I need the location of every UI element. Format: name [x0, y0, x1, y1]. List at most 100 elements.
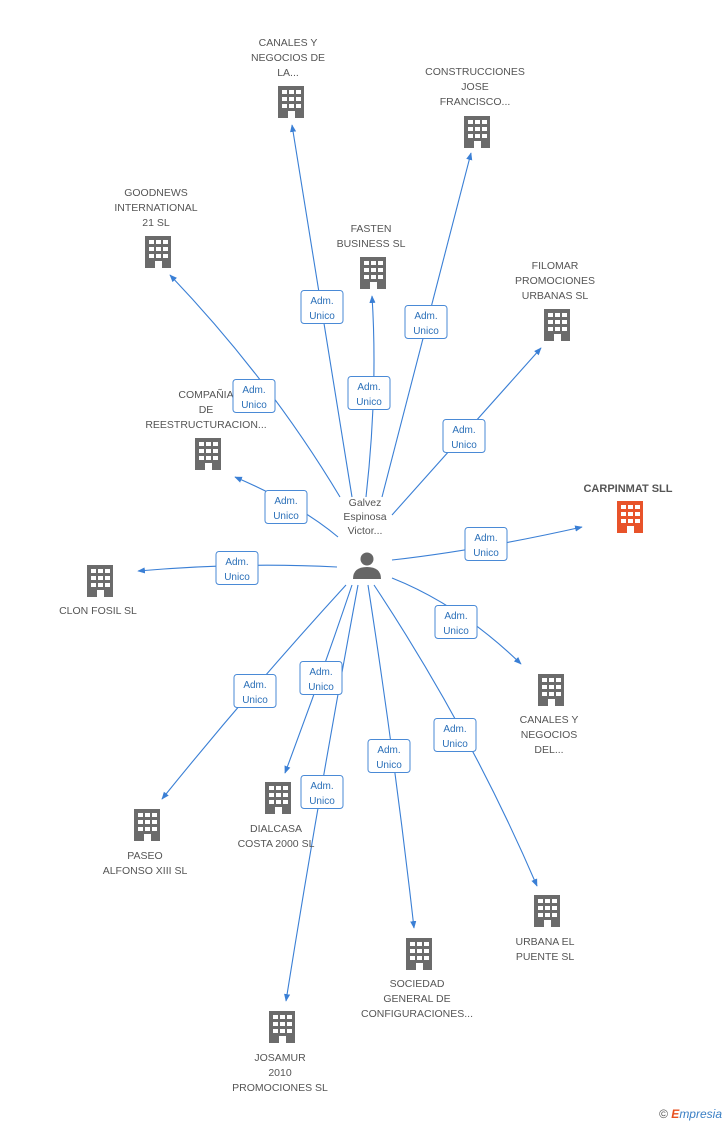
building-icon — [544, 309, 570, 341]
role-badge-box — [300, 775, 344, 809]
company-label-line: DIALCASA — [250, 823, 302, 835]
building-icon — [269, 1011, 295, 1043]
company-label-line: COSTA 2000 SL — [238, 838, 315, 850]
person-name-line: Espinosa — [343, 511, 386, 523]
brand-logo-first: E — [671, 1107, 680, 1121]
role-badge-text: Unico — [413, 326, 439, 337]
role-badge-box — [300, 290, 344, 324]
nodes-layer: CANALES Y NEGOCIOS DE LA... CONSTRUCCIONES J… — [59, 37, 673, 1094]
company-node-fasten[interactable]: FASTEN BUSINESS SL — [337, 223, 406, 289]
role-badge-box — [232, 379, 276, 413]
role-badge-text: Adm. — [310, 296, 333, 307]
footer-copyright: © Empresia — [659, 1107, 722, 1121]
building-icon — [145, 236, 171, 268]
role-badge-text: Adm. — [242, 385, 265, 396]
role-badge-text: Unico — [442, 739, 468, 750]
role-badge-text: Adm. — [474, 533, 497, 544]
company-label-line: JOSE — [461, 81, 488, 93]
company-label-line: 2010 — [268, 1067, 292, 1079]
brand-logo-rest: mpresia — [679, 1107, 722, 1121]
company-node-canales-2[interactable]: CANALES YNEGOCIOSDEL... — [520, 674, 579, 756]
role-badge-text: Adm. — [357, 382, 380, 393]
company-node-construcciones[interactable]: CONSTRUCCIONES JOSE FRANCISCO... — [425, 66, 525, 148]
copyright-symbol: © — [659, 1107, 668, 1121]
company-label-line: LA... — [277, 67, 299, 79]
role-badge-box — [299, 661, 343, 695]
role-badge-compania: Adm.Unico — [264, 490, 308, 524]
role-badge-fasten: Adm. Unico — [347, 376, 391, 410]
building-icon — [265, 782, 291, 814]
building-icon — [134, 809, 160, 841]
company-label-line: JOSAMUR — [254, 1052, 306, 1064]
company-label-line: CONFIGURACIONES... — [361, 1008, 473, 1020]
role-badge-canales-1: Adm. Unico — [300, 290, 344, 324]
company-label-line: CLON FOSIL SL — [59, 605, 137, 617]
role-badge-carpinmat: Adm.Unico — [464, 527, 508, 561]
building-icon — [406, 938, 432, 970]
role-badge-filomar: Adm.Unico — [442, 419, 486, 453]
role-badge-text: Unico — [309, 311, 335, 322]
role-badge-box — [264, 490, 308, 524]
company-label-line: PASEO — [127, 850, 162, 862]
company-node-carpinmat[interactable]: CARPINMAT SLL — [583, 483, 673, 533]
role-badge-box — [434, 605, 478, 639]
role-badge-box — [367, 739, 411, 773]
building-icon — [360, 257, 386, 289]
company-label-line: GOODNEWS — [124, 187, 188, 199]
company-node-clon-fosil[interactable]: CLON FOSIL SL — [59, 565, 137, 617]
person-name-line: Galvez — [349, 497, 382, 509]
company-label-line: URBANAS SL — [522, 290, 589, 302]
building-icon — [278, 86, 304, 118]
role-badge-box — [347, 376, 391, 410]
company-label-line: CARPINMAT SLL — [583, 483, 672, 495]
company-node-goodnews[interactable]: GOODNEWS INTERNATIONAL 21 SL — [114, 187, 198, 268]
role-badge-sociedad: Adm.Unico — [367, 739, 411, 773]
company-node-canales-1[interactable]: CANALES Y NEGOCIOS DE LA... — [251, 37, 325, 118]
company-label-line: REESTRUCTURACION... — [145, 419, 266, 431]
company-label-line: FRANCISCO... — [440, 96, 511, 108]
role-badge-text: Adm. — [443, 724, 466, 735]
role-badge-box — [433, 718, 477, 752]
role-badge-goodnews: Adm.Unico — [232, 379, 276, 413]
company-label-line: CANALES Y — [259, 37, 318, 49]
company-label-line: 21 SL — [142, 217, 170, 229]
role-badge-text: Unico — [356, 397, 382, 408]
company-node-dialcasa[interactable]: DIALCASA COSTA 2000 SL — [238, 782, 315, 850]
role-badge-text: Unico — [224, 572, 250, 583]
company-label-line: CANALES Y — [520, 714, 579, 726]
edges-layer — [137, 124, 583, 1002]
company-label-line: INTERNATIONAL — [114, 202, 197, 214]
company-label-line: BUSINESS SL — [337, 238, 406, 250]
role-badge-urbana: Adm. Unico — [433, 718, 477, 752]
building-icon — [534, 895, 560, 927]
role-badge-josamur: Adm.Unico — [300, 775, 344, 809]
role-badge-text: Unico — [308, 682, 334, 693]
role-badge-box — [215, 551, 259, 585]
company-label-line: FILOMAR — [532, 260, 579, 272]
role-badge-text: Adm. — [444, 611, 467, 622]
building-icon — [538, 674, 564, 706]
role-badge-canales-2: Adm.Unico — [434, 605, 478, 639]
company-label-line: PROMOCIONES SL — [232, 1082, 328, 1094]
company-label-line: NEGOCIOS DE — [251, 52, 325, 64]
company-label-line: FASTEN — [351, 223, 392, 235]
building-icon — [464, 116, 490, 148]
person-node[interactable]: GalvezEspinosaVictor... — [343, 497, 387, 579]
role-badge-box — [233, 674, 277, 708]
role-badge-clon-fosil: Adm.Unico — [215, 551, 259, 585]
role-badge-construcciones: Adm.Unico — [404, 305, 448, 339]
company-label-line: CONSTRUCCIONES — [425, 66, 525, 78]
role-badge-text: Adm. — [309, 667, 332, 678]
company-node-compania[interactable]: COMPAÑIADEREESTRUCTURACION... — [145, 388, 267, 470]
company-label-line: DEL... — [534, 744, 563, 756]
person-name-line: Victor... — [348, 525, 383, 537]
company-label-line: PUENTE SL — [516, 951, 575, 963]
role-badge-text: Unico — [376, 760, 402, 771]
